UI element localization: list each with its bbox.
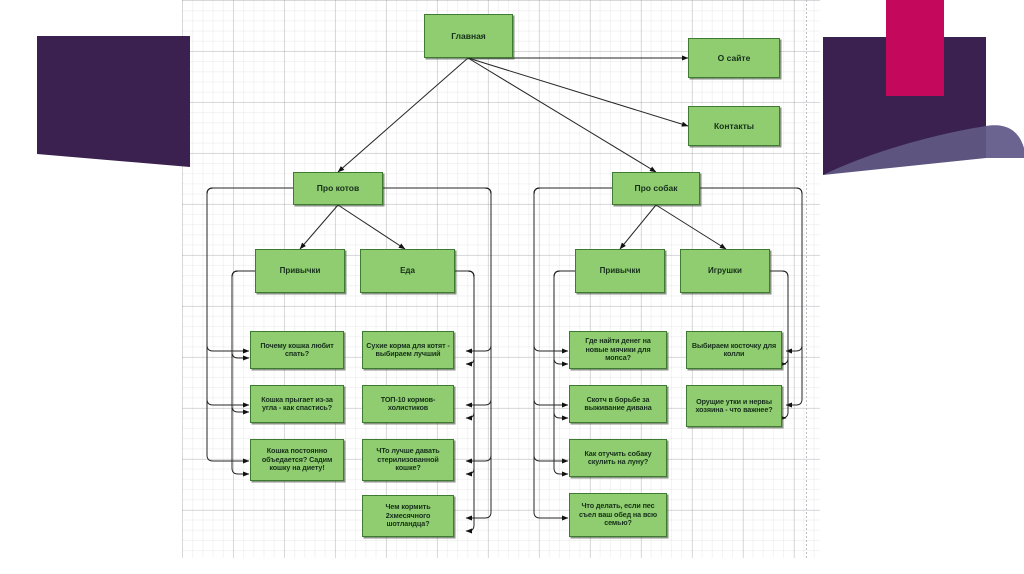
node-article[interactable]: Почему кошка любит спать? [250,331,344,369]
decoration-left-purple-shape [37,36,190,167]
node-article[interactable]: Чем кормить 2хмесячного шотландца? [362,495,454,537]
node-article[interactable]: Выбираем косточку для колли [686,331,782,369]
grid-right-edge [806,0,807,558]
decoration-magenta-bar [886,0,944,96]
decoration-right-purple-shape [823,37,1024,175]
node-category-cats-habits[interactable]: Привычки [255,249,345,293]
node-category-dogs-toys[interactable]: Игрушки [680,249,770,293]
node-home[interactable]: Главная [424,14,513,58]
node-article[interactable]: Орущие утки и нервы хозяина - что важнее… [686,385,782,427]
node-category-dogs-habits[interactable]: Привычки [575,249,665,293]
node-article[interactable]: Сухие корма для котят - выбираем лучший [362,331,454,369]
node-article[interactable]: ТОП-10 кормов-холистиков [362,385,454,423]
node-category-cats-food[interactable]: Еда [360,249,455,293]
node-article[interactable]: Кошка постоянно объедается? Садим кошку … [250,439,344,481]
node-article[interactable]: Скотч в борьбе за выживание дивана [569,385,667,423]
node-article[interactable]: Как отучить собаку скулить на луну? [569,439,667,477]
node-article[interactable]: Что делать, если пес съел ваш обед на вс… [569,493,667,537]
node-contacts[interactable]: Контакты [688,106,780,146]
node-article[interactable]: Кошка прыгает из-за угла - как спастись? [250,385,344,423]
node-about[interactable]: О сайте [688,38,780,78]
node-branch-dogs[interactable]: Про собак [612,172,700,205]
node-article[interactable]: ЧТо лучше давать стерилизованной кошке? [362,439,454,481]
node-branch-cats[interactable]: Про котов [293,172,383,205]
node-article[interactable]: Где найти денег на новые мячики для мопс… [569,331,667,369]
